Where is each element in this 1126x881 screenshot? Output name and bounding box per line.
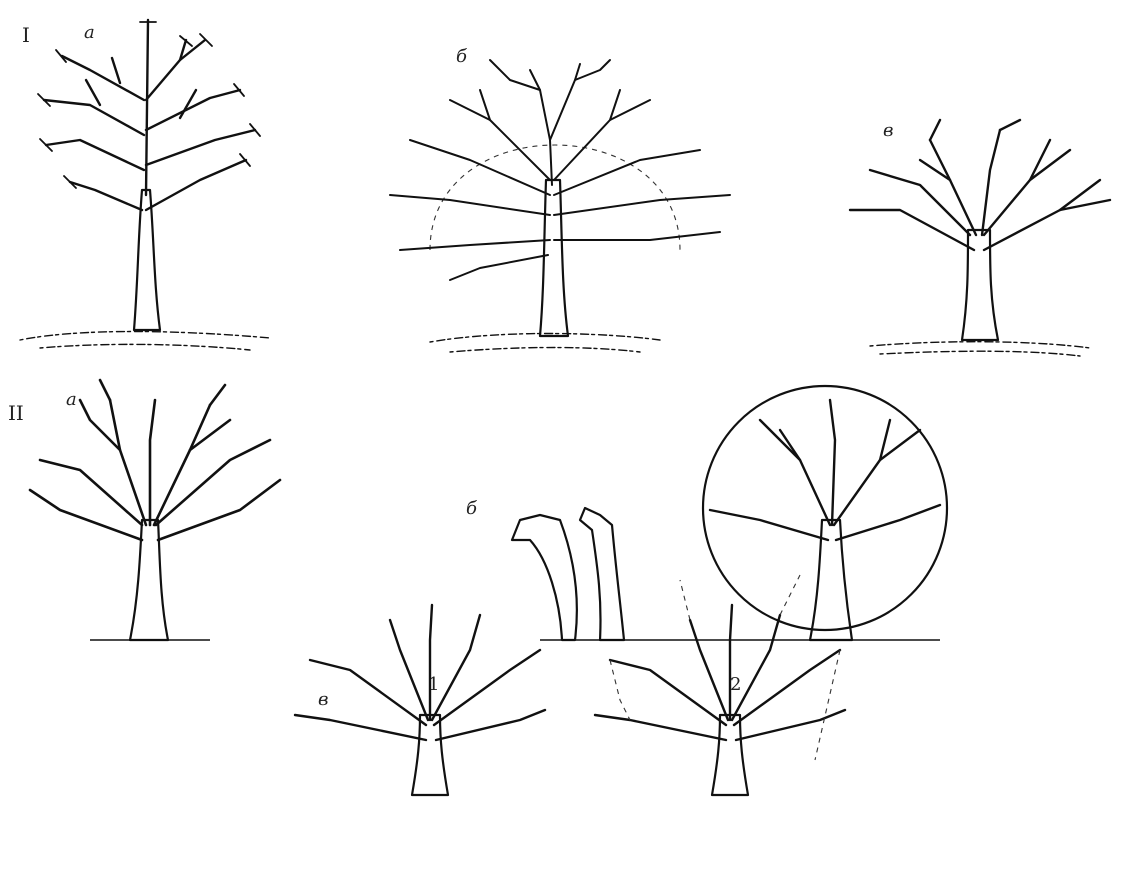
- panel-i-a-label: а: [84, 22, 95, 43]
- tree-i-b: [390, 60, 730, 352]
- tree-ii-a: [30, 380, 280, 640]
- tree-i-a: [20, 20, 270, 350]
- tree-ii-v-2: [595, 575, 845, 795]
- section-i-label: I: [22, 23, 30, 47]
- panel-i-b-label: б: [456, 46, 468, 67]
- tree-i-v: [850, 120, 1110, 356]
- panel-ii-v-label: в: [318, 689, 328, 710]
- panel-ii-v-sub2-label: 2: [730, 674, 741, 695]
- panel-ii-a-label: а: [66, 389, 77, 410]
- panel-i-v-label: в: [883, 120, 893, 141]
- panel-ii-b-label: б: [466, 498, 478, 519]
- tree-ii-v-1: [295, 605, 545, 795]
- section-ii-label: II: [8, 401, 24, 425]
- tree-ii-b: [512, 386, 947, 640]
